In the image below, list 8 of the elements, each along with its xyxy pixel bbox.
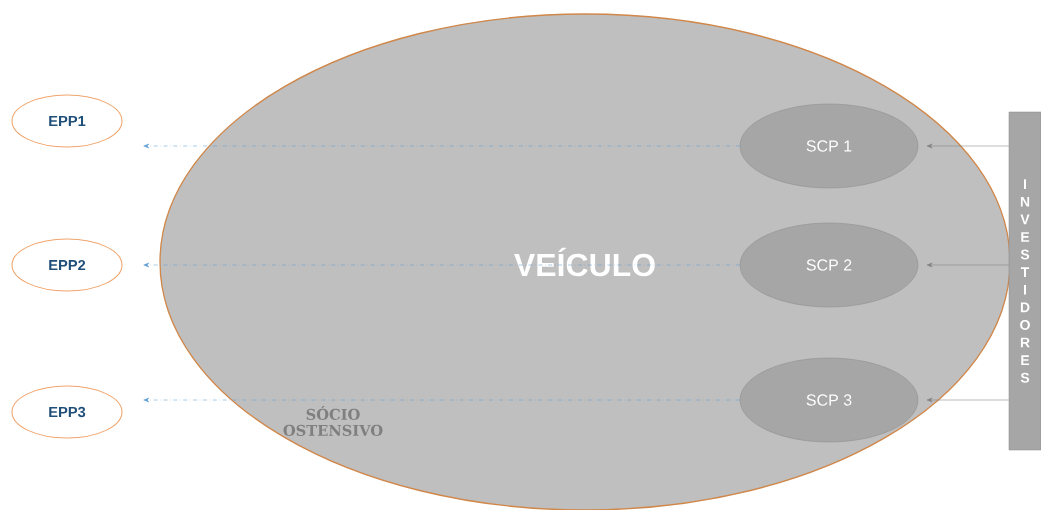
partner-label: SÓCIO OSTENSIVO <box>283 406 383 436</box>
arrow <box>143 143 740 149</box>
arrow <box>926 262 1009 268</box>
arrow <box>143 262 740 268</box>
investors-bar: INVESTIDORES <box>1008 111 1041 451</box>
arrow <box>143 397 740 403</box>
arrow <box>926 397 1009 403</box>
arrow <box>926 143 1009 149</box>
